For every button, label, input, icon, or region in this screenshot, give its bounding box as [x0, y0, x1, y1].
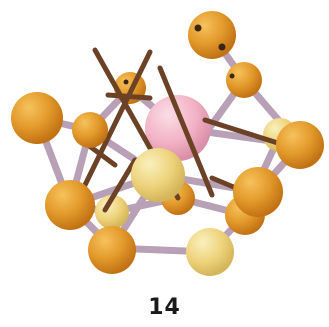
brown-rod	[105, 92, 153, 101]
atom-pale-yellow-large	[131, 148, 185, 202]
atom-orange	[45, 180, 95, 230]
brown-rod	[82, 49, 153, 188]
atom-orange	[276, 121, 324, 169]
atom-orange	[88, 226, 136, 274]
front-atoms	[11, 11, 324, 276]
figure-number: 14	[148, 295, 181, 320]
atom-hole	[194, 24, 202, 32]
atom-orange	[233, 167, 283, 217]
atom-hole	[229, 73, 235, 79]
atom-orange	[226, 62, 262, 98]
atom-orange	[11, 92, 63, 144]
atom-pink-central	[145, 95, 211, 161]
atom-pale-yellow	[186, 228, 234, 276]
brown-rod	[102, 157, 138, 213]
atom-hole	[123, 79, 129, 85]
brown-rod	[85, 142, 118, 168]
atom-orange	[188, 11, 236, 59]
atom-holes	[123, 24, 235, 85]
atom-pale-yellow	[95, 195, 129, 229]
brown-rod	[157, 65, 215, 198]
atom-orange	[72, 112, 108, 148]
atom-hole	[218, 43, 226, 51]
